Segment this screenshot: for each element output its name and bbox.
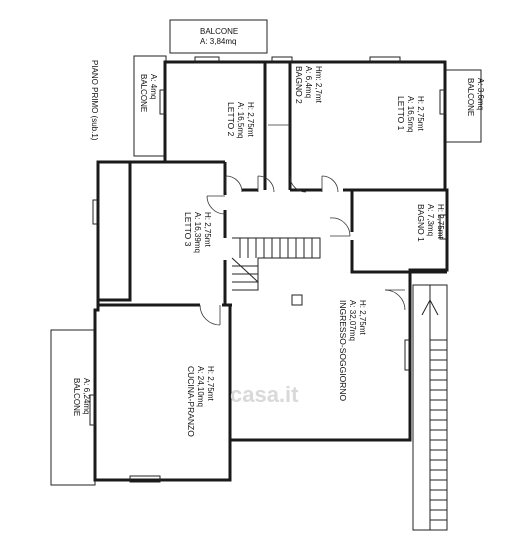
doors xyxy=(199,124,406,326)
ingresso-area: A: 32,07mq xyxy=(348,300,357,341)
exterior-wall xyxy=(93,60,449,482)
ingresso-height: H: 2,75mt xyxy=(358,300,367,335)
cucina-name: CUCINA-PRANZO xyxy=(186,366,196,437)
bagno2-name: BAGNO 2 xyxy=(294,66,304,104)
letto1-name: LETTO 1 xyxy=(396,96,406,131)
letto3-area: A: 16,39mq xyxy=(193,212,202,253)
letto2-area: A: 16,5mq xyxy=(236,102,245,138)
plan-title: PIANO PRIMO (sub.1) xyxy=(90,60,99,141)
ingresso-name: INGRESSO-SOGGIORNO xyxy=(338,300,348,401)
bagno2-height: Hm: 2,7mt xyxy=(314,66,323,104)
wall-bagno1 xyxy=(350,190,447,274)
exterior-staircase xyxy=(412,284,448,531)
balcone-top-outline xyxy=(169,19,268,54)
letto3-height: H: 2,75mt xyxy=(203,212,212,247)
letto1-height: H: 2,75mt xyxy=(416,96,425,131)
letto3-name: LETTO 3 xyxy=(183,212,193,247)
cucina-height: H: 2,75mt xyxy=(206,366,215,401)
watermark: casa.it xyxy=(230,382,299,407)
inner-staircase xyxy=(231,237,321,291)
bagno1-area: A: 7,3mq xyxy=(426,204,435,236)
bagno1-name: BAGNO 1 xyxy=(416,204,426,242)
letto2-height: H: 2,75mt xyxy=(246,102,255,137)
balcone-top-name: BALCONE xyxy=(200,27,238,36)
balcone-right-name: BALCONE xyxy=(466,78,475,116)
letto2-name: LETTO 2 xyxy=(226,102,236,137)
wall-upper-corridor xyxy=(165,62,354,232)
balcone-left-bottom-area: A: 6,24mq xyxy=(82,378,91,414)
balcone-right-area: A: 3,6mq xyxy=(476,78,485,110)
windows xyxy=(89,56,447,483)
balcone-left-top-name: BALCONE xyxy=(139,74,148,112)
balcone-left-top-area: A: 4mq xyxy=(149,74,158,99)
wall-letto3 xyxy=(98,162,232,307)
balcone-top-area: A: 3,84mq xyxy=(200,37,236,46)
cucina-area: A: 24,10mq xyxy=(196,366,205,407)
letto1-area: A: 16,5mq xyxy=(406,96,415,132)
balcone-left-top-outline xyxy=(133,55,167,157)
bagno2-area: A: 6,4mq xyxy=(304,66,313,98)
balcone-left-bottom-name: BALCONE xyxy=(72,378,81,416)
bagno1-height: H: 2,75mt xyxy=(436,204,445,239)
fixture-square xyxy=(291,294,303,306)
